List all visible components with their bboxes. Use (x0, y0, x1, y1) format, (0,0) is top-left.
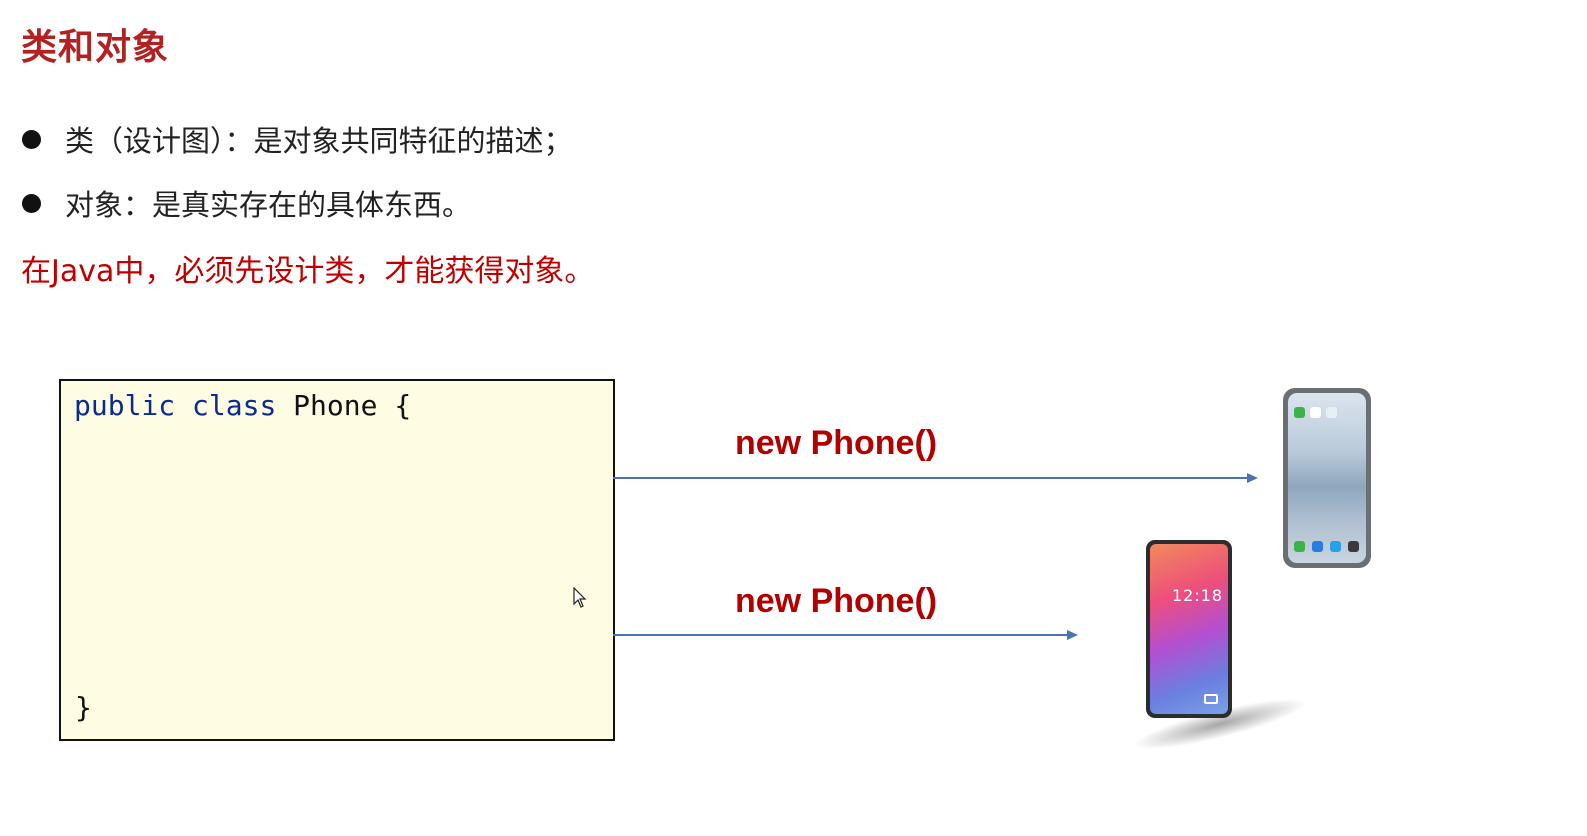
java-note: 在Java中，必须先设计类，才能获得对象。 (21, 254, 595, 289)
slide-title: 类和对象 (21, 27, 170, 68)
close-brace: } (75, 691, 92, 724)
phone-object-1-image (1283, 388, 1371, 568)
camera-app-icon (1348, 541, 1359, 552)
app-icon (1326, 407, 1337, 418)
bullet-dot (22, 129, 41, 149)
arrow-to-phone-2 (613, 630, 1078, 640)
phone-screen: 12:18 (1150, 544, 1228, 714)
camera-icon (1204, 694, 1218, 704)
phone-clock: 12:18 (1172, 586, 1224, 605)
new-phone-label-2: new Phone() (735, 582, 938, 620)
app-icon (1330, 541, 1341, 552)
bullet-text: 对象：是真实存在的具体东西。 (65, 188, 472, 222)
bullet-dot (22, 193, 41, 213)
app-icon (1312, 541, 1323, 552)
bullet-text: 类（设计图）：是对象共同特征的描述； (65, 124, 573, 158)
phone-app-icon (1294, 541, 1305, 552)
open-brace: { (394, 389, 412, 422)
phone-screen (1288, 393, 1366, 563)
app-icon (1294, 407, 1305, 418)
keyword-public: public (74, 389, 176, 422)
bullet-class-definition: 类（设计图）：是对象共同特征的描述； (22, 118, 573, 160)
app-icon (1310, 407, 1321, 418)
class-declaration-line: public class Phone { (74, 389, 411, 422)
phone-object-2-image: 12:18 (1120, 530, 1311, 760)
phone-body: 12:18 (1146, 540, 1232, 718)
class-code-box: public class Phone { } (59, 379, 615, 741)
bullet-object-definition: 对象：是真实存在的具体东西。 (22, 182, 471, 224)
class-name: Phone (293, 389, 378, 422)
arrow-to-phone-1 (613, 473, 1258, 483)
new-phone-label-1: new Phone() (735, 424, 938, 462)
keyword-class: class (192, 389, 277, 422)
mouse-cursor-icon (573, 587, 587, 608)
